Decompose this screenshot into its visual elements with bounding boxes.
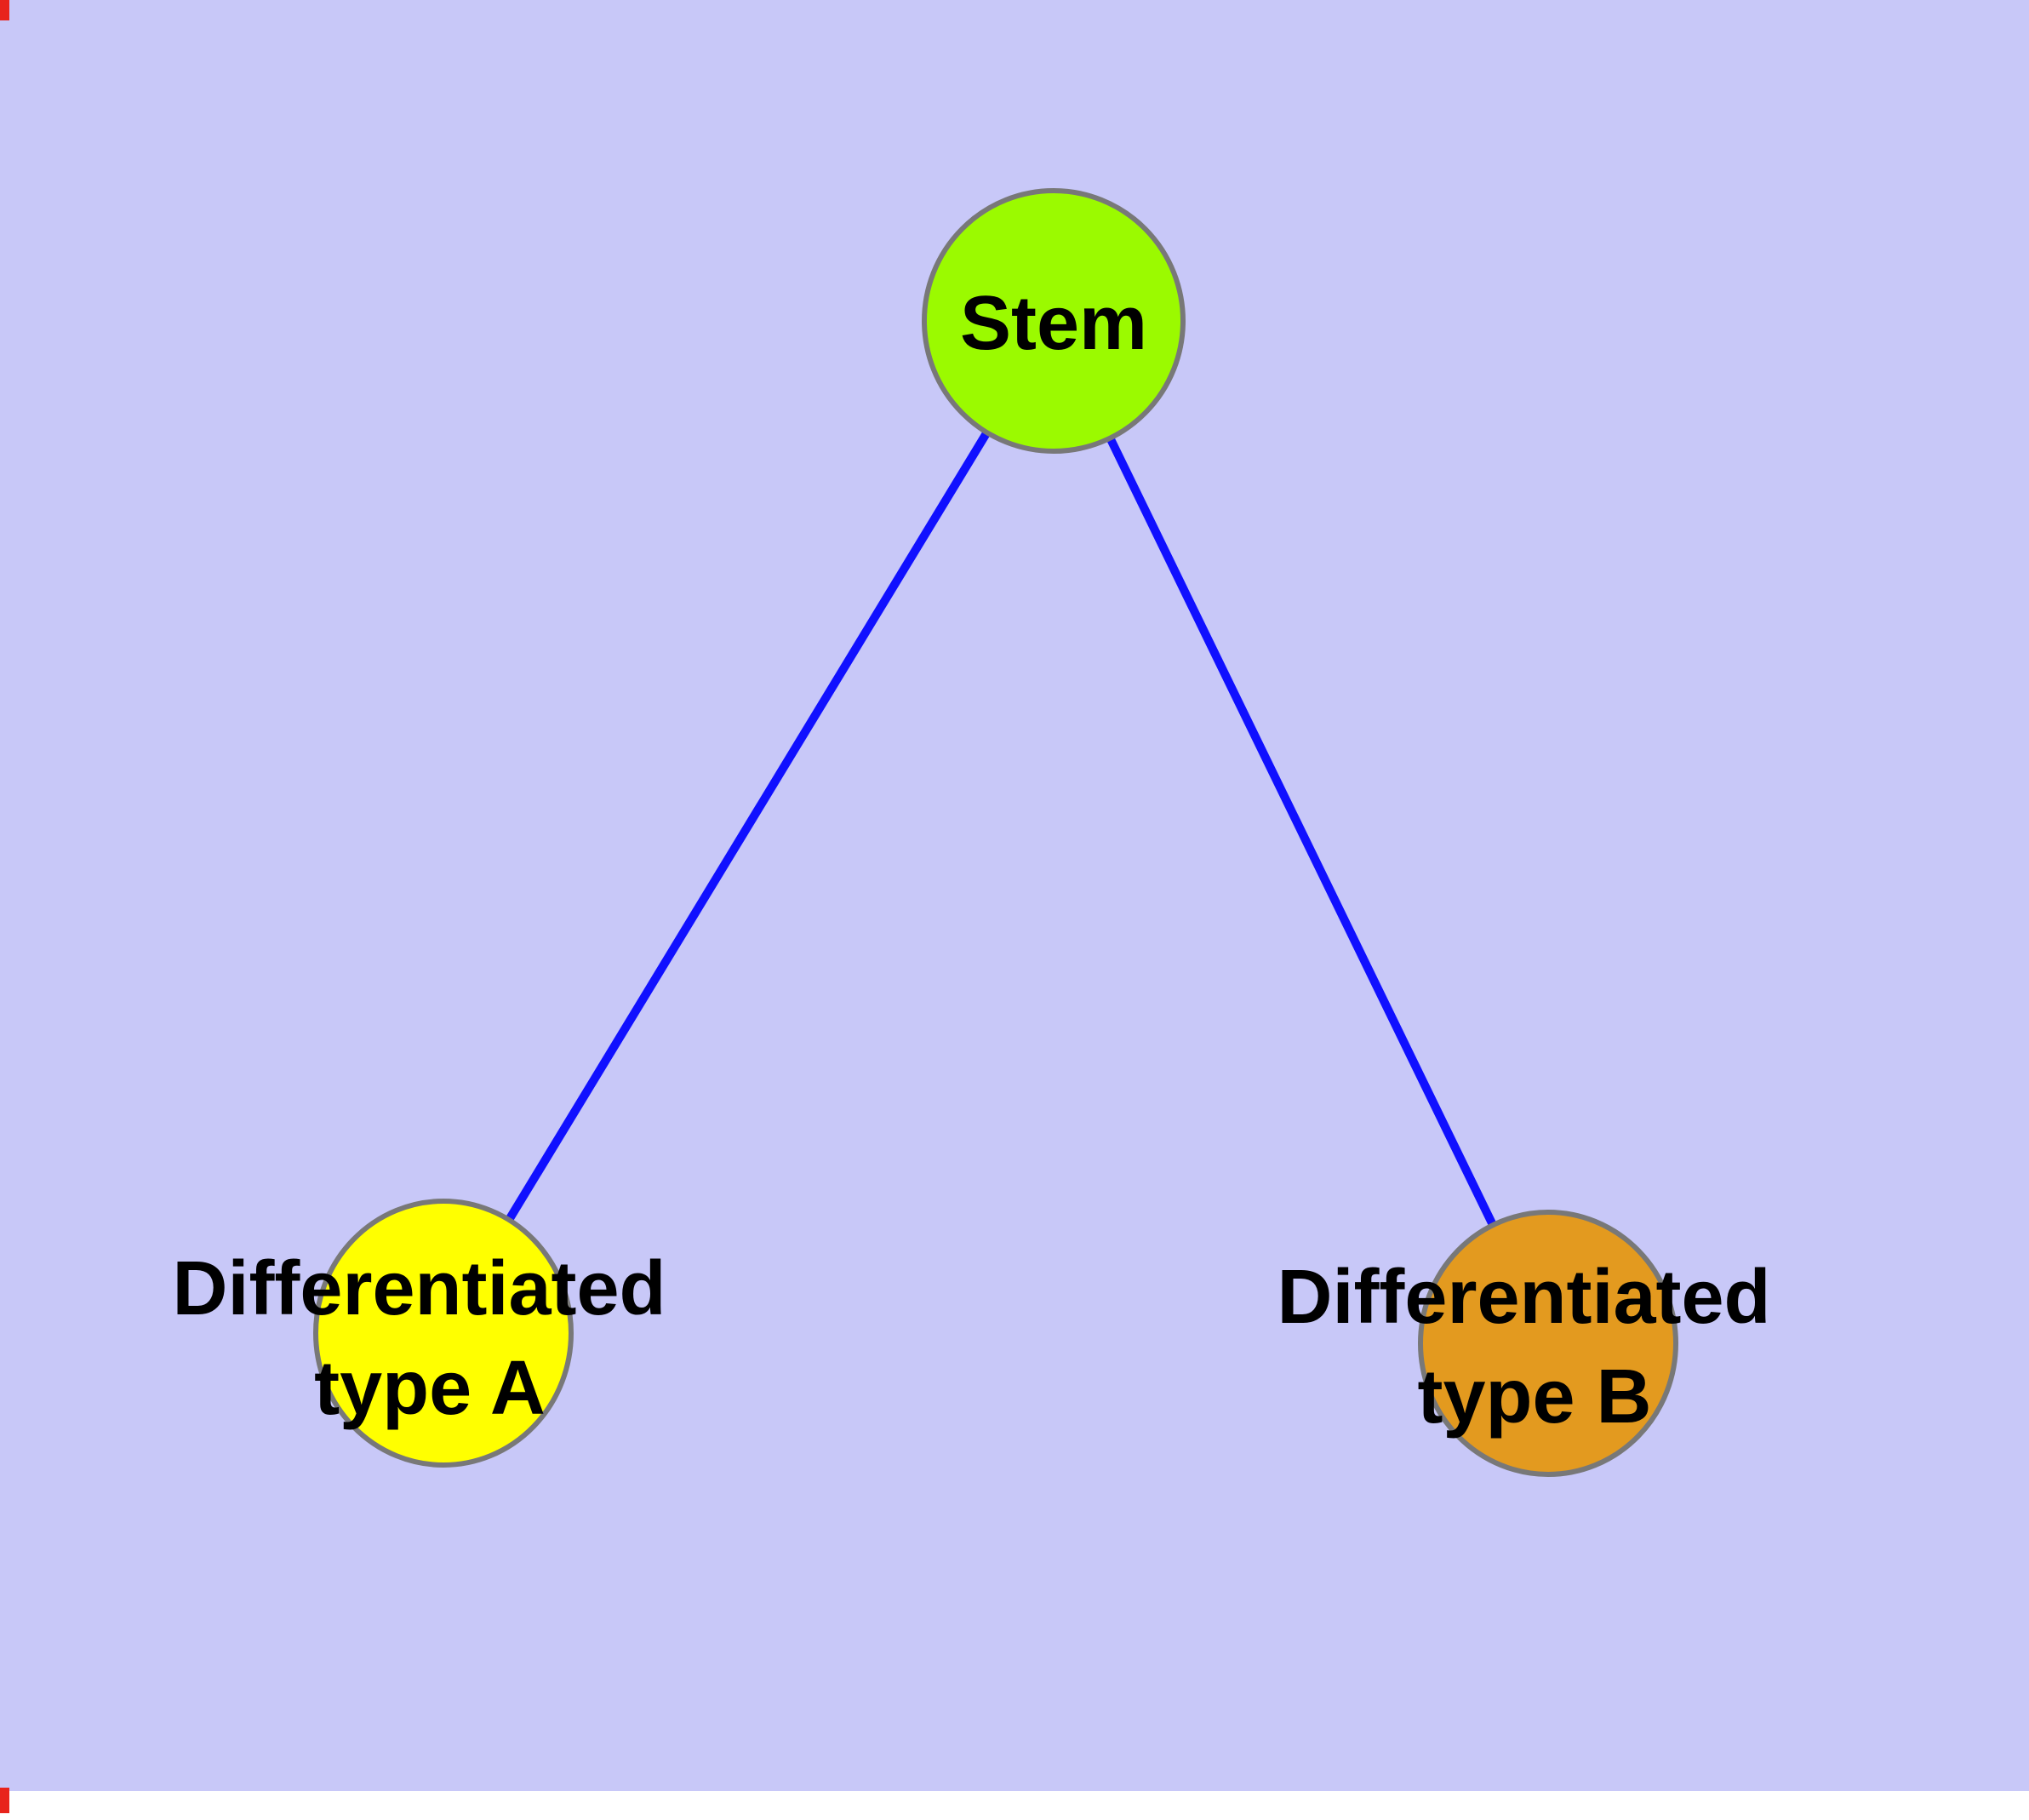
bottom-white-strip bbox=[0, 1791, 2029, 1820]
edge-stem-to-type-b bbox=[1106, 437, 1497, 1228]
node-type-a bbox=[313, 1199, 574, 1468]
node-stem-label: Stem bbox=[960, 281, 1147, 366]
node-type-b-label: Differentiated type B bbox=[1277, 1255, 1792, 1439]
node-type-b bbox=[1418, 1210, 1678, 1477]
node-type-a-label: Differentiated type A bbox=[172, 1246, 687, 1431]
node-type-a-label-line1: Differentiated bbox=[172, 1246, 666, 1331]
edge-stem-to-type-a bbox=[505, 431, 991, 1222]
node-type-a-label-line2: type A bbox=[314, 1346, 546, 1431]
red-artifact-bottom-left bbox=[0, 1788, 9, 1813]
node-type-b-label-line2: type B bbox=[1417, 1354, 1651, 1439]
node-type-b-label-line1: Differentiated bbox=[1277, 1255, 1770, 1340]
red-artifact-top-left bbox=[0, 0, 9, 20]
node-stem bbox=[922, 188, 1186, 454]
